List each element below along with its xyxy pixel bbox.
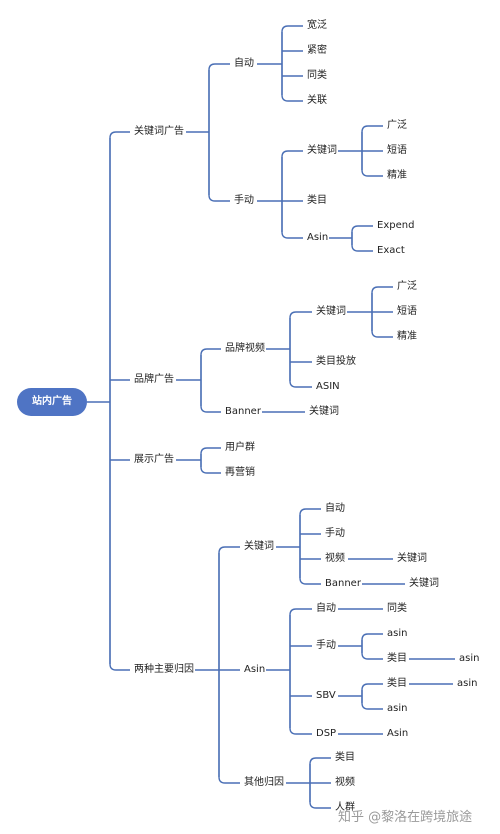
connector-line [218,546,240,670]
node-display-remarketing: 再营销 [224,467,256,479]
node-kw-asin-exact: Exact [376,245,406,257]
node-brand-video-exact: 精准 [396,331,418,343]
node-kw-manual-phrase: 短语 [386,145,408,157]
node-attr-kw-video: 视频 [324,553,346,565]
connector-line [281,64,303,102]
node-attr-kw-banner: Banner [324,578,362,590]
node-keyword-ads: 关键词广告 [133,126,185,138]
node-attr-kw-auto: 自动 [324,503,346,515]
node-display-ads: 展示广告 [133,454,175,466]
node-attr-asin: Asin [243,664,267,676]
connector-line [361,633,383,646]
connector-line [309,783,331,809]
watermark: 知乎 @黎洛在跨境旅途 [338,810,473,825]
node-attr-other-video: 视频 [334,777,356,789]
node-kw-manual: 手动 [233,195,255,207]
connector-line [371,312,393,338]
node-kw-manual-asin: Asin [306,232,330,244]
node-kw-asin-expend: Expend [376,220,416,232]
root-node: 站内广告 [17,388,87,416]
connector-line [218,670,240,784]
connector-line [281,201,303,239]
node-kw-manual-category: 类目 [306,195,328,207]
node-attr-other-audience: 人群 [334,802,356,814]
node-kw-auto: 自动 [233,58,255,70]
node-attr-asin-auto-substitute: 同类 [386,603,408,615]
node-attr-dsp-asin: Asin [386,728,410,740]
node-attr-dsp: DSP [315,728,338,740]
connector-line [289,608,312,670]
node-attr-kw-video-keyword: 关键词 [396,553,428,565]
node-kw-manual-broad: 广泛 [386,120,408,132]
node-kw-auto-broad: 宽泛 [306,20,328,32]
connector-line [351,238,373,252]
connector-line [299,508,321,547]
node-brand-banner-keyword: 关键词 [308,406,340,418]
node-attr-asin-auto: 自动 [315,603,337,615]
connector-line [361,151,383,177]
connector-line [208,63,230,132]
node-brand-video-asin: ASIN [315,381,341,393]
node-attr-other: 其他归因 [243,777,285,789]
connector-line [109,131,130,402]
node-kw-manual-exact: 精准 [386,170,408,182]
connector-line [361,683,383,696]
node-attr-sbv-category-asin: asin [456,678,479,690]
connector-line [281,150,303,201]
node-kw-auto-substitute: 同类 [306,70,328,82]
connector-line [200,460,221,474]
connector-line [299,547,321,585]
connector-line [309,757,331,783]
node-brand-video-category: 类目投放 [315,356,357,368]
node-attr-sbv-asin: asin [386,703,409,715]
connector-line [361,125,383,151]
node-attr-other-category: 类目 [334,752,356,764]
connector-line [281,25,303,64]
node-attr-sbv: SBV [315,690,337,702]
node-brand-video-broad: 广泛 [396,281,418,293]
node-brand-video: 品牌视频 [224,343,266,355]
node-brand-video-phrase: 短语 [396,306,418,318]
connector-line [289,311,312,349]
node-attr-kw-manual: 手动 [324,528,346,540]
node-attr-sbv-category: 类目 [386,678,408,690]
node-attr-keyword: 关键词 [243,541,275,553]
connector-line [200,380,221,413]
connector-line [208,132,230,202]
root-node-label: 站内广告 [32,396,72,407]
connector-line [200,348,221,380]
node-attr-asin-manual-category-asin: asin [458,653,481,665]
connector-line [289,670,312,735]
node-attr-asin-manual: 手动 [315,640,337,652]
connector-line [289,349,312,388]
node-attribution: 两种主要归因 [133,664,195,676]
connector-line [200,447,221,460]
node-kw-auto-complement: 关联 [306,95,328,107]
connector-line [361,696,383,710]
connector-line [361,646,383,660]
node-kw-manual-keyword: 关键词 [306,145,338,157]
node-attr-asin-manual-asin: asin [386,628,409,640]
node-attr-kw-banner-keyword: 关键词 [408,578,440,590]
connector-line [109,402,130,671]
node-brand-ads: 品牌广告 [133,374,175,386]
node-brand-banner: Banner [224,406,262,418]
connector-line [371,286,393,312]
connector-line [351,225,373,238]
node-brand-video-keyword: 关键词 [315,306,347,318]
node-kw-auto-close: 紧密 [306,45,328,57]
node-attr-asin-manual-category: 类目 [386,653,408,665]
node-display-audience: 用户群 [224,442,256,454]
